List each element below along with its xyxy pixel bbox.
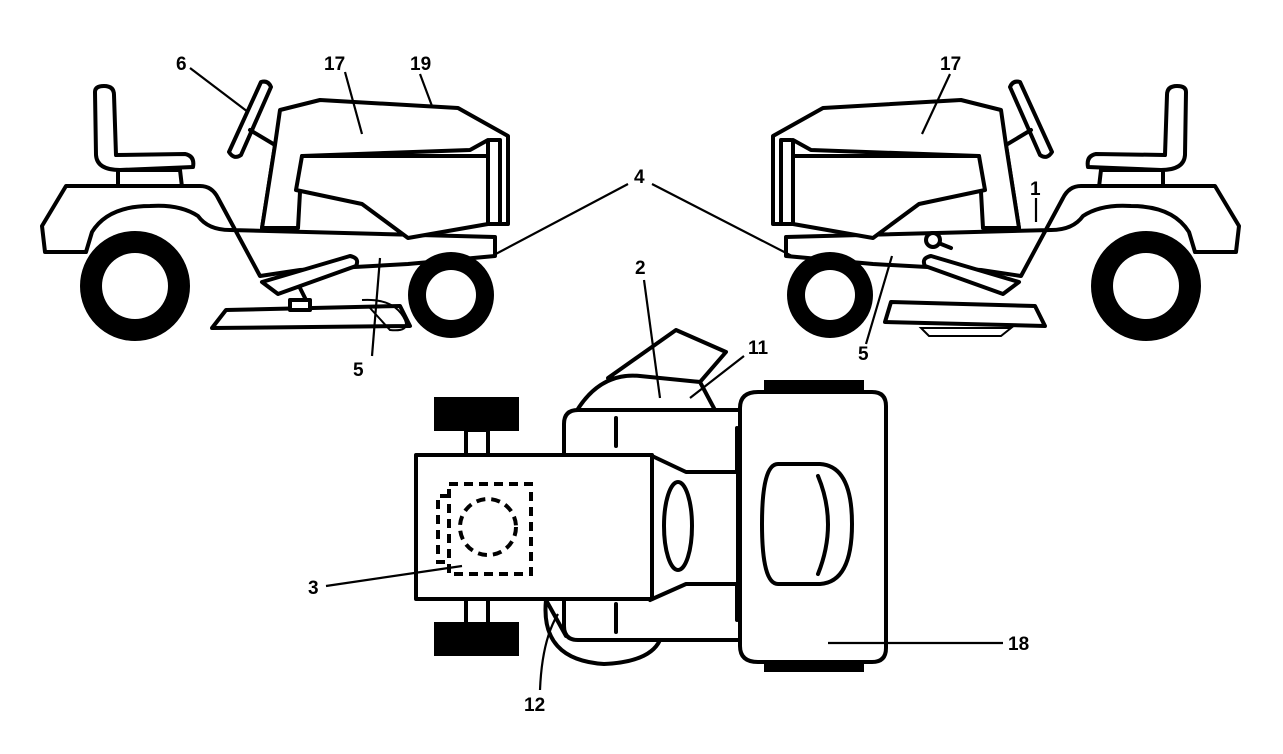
hood-window-inner <box>816 474 830 576</box>
leader-lines <box>189 67 1038 691</box>
label-12: 12 <box>524 695 545 716</box>
leader-5-right <box>864 255 894 345</box>
leader-3 <box>325 564 463 588</box>
leader-6 <box>189 67 249 113</box>
right-deck-skirt <box>918 327 1014 337</box>
steering-top <box>662 480 694 572</box>
right-engine-cover <box>791 154 987 240</box>
label-3: 3 <box>308 578 319 599</box>
left-fender <box>40 184 497 278</box>
leader-2 <box>642 279 662 399</box>
seat-edge <box>436 494 449 564</box>
seat-circle <box>458 497 518 557</box>
leader-17a <box>343 71 364 135</box>
rear-body <box>414 453 654 601</box>
right-side-view <box>771 79 1241 341</box>
label-19: 19 <box>410 54 431 75</box>
left-bag-handle <box>361 298 407 332</box>
leader-5-left <box>370 257 382 357</box>
left-side-panel <box>488 138 502 226</box>
right-foot-pedal <box>921 254 1021 296</box>
right-seat <box>1085 84 1188 172</box>
left-front-hub <box>426 270 476 320</box>
hood-window <box>760 462 854 586</box>
left-engine-cover <box>294 154 490 240</box>
right-side-panel <box>779 138 793 226</box>
rear-wheel-top-lower <box>434 622 519 656</box>
label-11: 11 <box>748 338 769 359</box>
left-foot-pedal <box>260 254 360 296</box>
top-view <box>414 328 888 672</box>
right-mower-deck <box>883 300 1047 328</box>
leader-4-left <box>491 183 629 257</box>
label-17-left: 17 <box>324 54 345 75</box>
left-rear-hub <box>102 253 168 319</box>
left-seat <box>93 84 196 172</box>
rear-wheel-top-upper <box>434 397 519 431</box>
label-5-right: 5 <box>858 344 869 365</box>
left-steering-wheel <box>227 79 273 159</box>
leader-11 <box>689 355 745 399</box>
seat-outline <box>447 482 533 576</box>
label-17-right: 17 <box>940 54 961 75</box>
label-4: 4 <box>634 167 645 188</box>
left-side-view <box>40 79 510 341</box>
right-steering-wheel <box>1008 79 1054 159</box>
leader-12 <box>538 613 559 691</box>
leader-17b <box>921 73 951 135</box>
leader-19 <box>418 73 434 107</box>
label-5-left: 5 <box>353 360 364 381</box>
label-18: 18 <box>1008 634 1029 655</box>
left-deck-hanger <box>288 298 312 312</box>
right-ignition-key <box>924 231 942 249</box>
chute-base <box>574 373 718 414</box>
right-fender <box>784 184 1241 278</box>
label-1: 1 <box>1030 179 1041 200</box>
leader-4-right <box>651 183 793 257</box>
right-rear-hub <box>1113 253 1179 319</box>
callout-labels: 6 17 19 17 4 1 5 5 2 11 3 18 12 <box>176 54 1041 716</box>
right-front-hub <box>805 270 855 320</box>
left-mower-deck <box>210 304 412 330</box>
lower-axle <box>464 596 490 626</box>
upper-axle <box>464 428 490 458</box>
label-6: 6 <box>176 54 187 75</box>
label-2: 2 <box>635 258 646 279</box>
